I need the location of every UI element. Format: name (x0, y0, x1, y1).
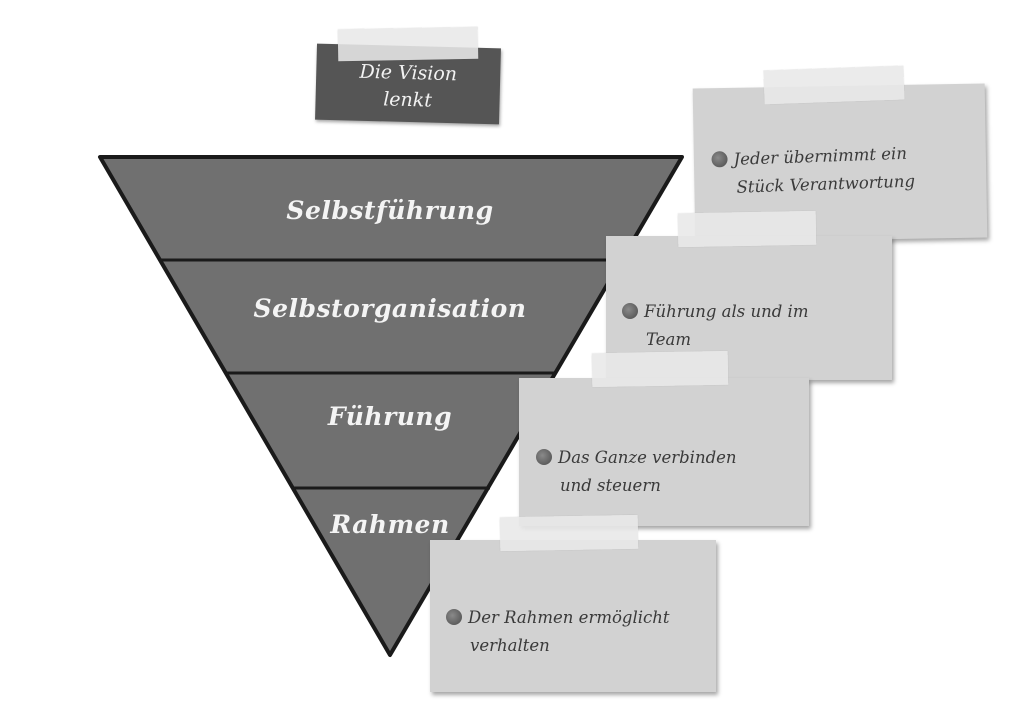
sticky-note-3 (519, 378, 809, 526)
layer-label-selbstfuehrung: Selbstführung (286, 196, 494, 225)
bullet-icon (446, 609, 462, 625)
layer-label-fuehrung: Führung (327, 402, 453, 431)
note-tape-4 (499, 514, 639, 552)
layer-label-rahmen: Rahmen (330, 510, 450, 539)
note-2-line1: Führung als und im (644, 302, 809, 321)
note-4-line2: verhalten (470, 636, 550, 655)
note-1-line2: Stück Verantwortung (736, 171, 916, 197)
bullet-icon (536, 449, 552, 465)
note-text-2: Führung als und im Team (622, 298, 882, 354)
note-1-line1: Jeder übernimmt ein (733, 143, 908, 169)
note-3-line1: Das Ganze verbinden (558, 448, 737, 467)
note-3-line2: und steuern (560, 476, 661, 495)
bullet-icon (622, 303, 638, 319)
note-tape-2 (677, 210, 817, 248)
note-tape-3 (591, 350, 729, 388)
note-text-1: Jeder übernimmt ein Stück Verantwortung (711, 137, 975, 202)
note-4-line1: Der Rahmen ermöglicht (468, 608, 670, 627)
bullet-icon (711, 151, 728, 168)
note-tape-1 (763, 65, 905, 105)
sticky-note-4 (430, 540, 716, 692)
layer-label-selbstorganisation: Selbstorganisation (253, 294, 527, 323)
note-2-line2: Team (646, 330, 691, 349)
note-text-3: Das Ganze verbinden und steuern (536, 444, 798, 500)
note-text-4: Der Rahmen ermöglicht verhalten (446, 604, 710, 660)
